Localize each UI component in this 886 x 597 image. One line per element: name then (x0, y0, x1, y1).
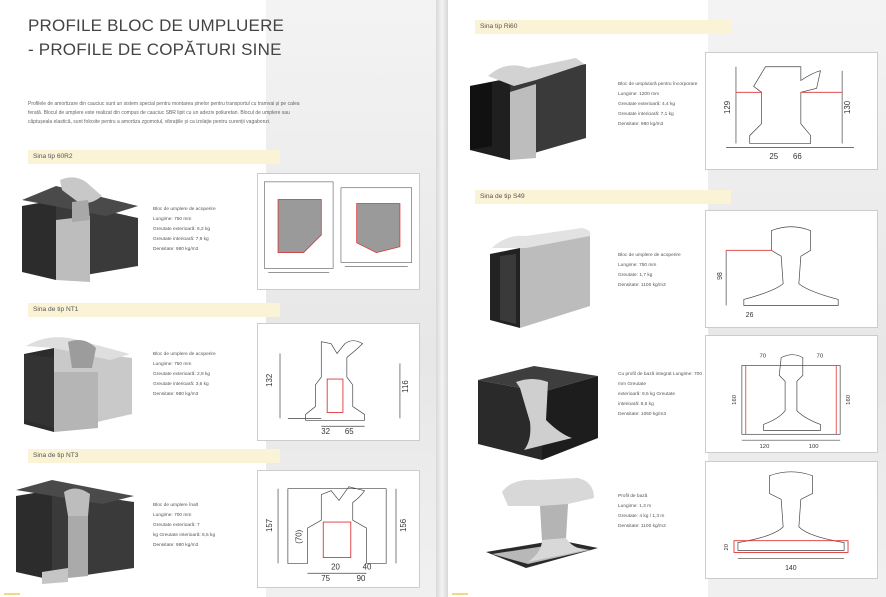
rubber-block-60r2-image (22, 177, 138, 282)
spec-list-base-profile: Profil de bază Lungime: 1,3 m Greutate: … (618, 494, 666, 529)
spec-list-nt3: Bloc de umplere înalt Lungime: 700 mm Gr… (153, 503, 216, 548)
spec-list-integrated-base: Cu profil de bază integrat Lungime: 700 … (618, 372, 702, 417)
dimension-label: 65 (345, 427, 354, 436)
spec-list-60r2: Bloc de umplere de acoperire Lungime: 75… (153, 207, 216, 252)
spec-list-ri60: Bloc de umplutură pentru încorporare Lun… (618, 82, 698, 127)
dimension-label: 132 (265, 374, 274, 387)
intro-paragraph: Profilele de amortizare din cauciuc sunt… (28, 101, 300, 125)
dimension-label: 156 (399, 518, 408, 532)
dimension-label: 70 (760, 354, 767, 360)
left-page: PROFILE BLOC DE UMPLUERE - PROFILE DE CO… (0, 0, 436, 597)
page-title: PROFILE BLOC DE UMPLUERE - PROFILE DE CO… (28, 16, 285, 59)
dimension-label: 140 (785, 565, 797, 572)
section-heading-60r2: Sina tip 60R2 (28, 150, 280, 164)
right-page: Sina tip Ri60 Bloc de umplutură pentru î… (448, 0, 886, 597)
dimension-label: 130 (843, 100, 852, 114)
rubber-base-profile-image (486, 478, 598, 568)
section-heading-s49: Sina de tip S49 (475, 190, 731, 204)
dimension-label: 129 (723, 101, 732, 114)
dimension-label: 160 (732, 394, 738, 405)
dimension-label: 26 (746, 312, 754, 319)
dimension-label: 25 (769, 152, 778, 161)
technical-drawing-integrated-base: 70 70 160 160 120 100 (705, 335, 878, 453)
dimension-label: 20 (724, 543, 730, 550)
dimension-label: 160 (846, 394, 852, 405)
rubber-block-s49-image (490, 228, 591, 328)
rubber-block-integrated-base-image (478, 366, 598, 460)
technical-drawing-nt1: 132 116 32 65 (257, 323, 420, 441)
dimension-label: 32 (321, 427, 330, 436)
rubber-block-nt3-image (16, 480, 134, 584)
rubber-block-nt1-image (24, 337, 132, 432)
dimension-label: 120 (760, 444, 771, 450)
technical-drawing-60r2 (257, 173, 420, 290)
dimension-label: 20 (331, 562, 340, 571)
section-heading-nt3: Sina de tip NT3 (28, 449, 280, 463)
dimension-label: 75 (321, 574, 330, 583)
page-gutter (436, 0, 448, 597)
dimension-label: 100 (809, 444, 820, 450)
dimension-label: 90 (357, 574, 366, 583)
footer-mark (4, 593, 20, 595)
spec-list-s49: Bloc de umplere de acoperire Lungime: 75… (618, 253, 681, 288)
dimension-label: 157 (265, 519, 274, 532)
technical-drawing-s49: 98 26 (705, 210, 878, 328)
dimension-label: 66 (793, 152, 802, 161)
dimension-label: 40 (363, 562, 372, 571)
technical-drawing-base-profile: 140 20 (705, 461, 878, 579)
dimension-label: (70) (295, 529, 304, 543)
section-heading-ri60: Sina tip Ri60 (475, 20, 731, 34)
footer-mark (452, 593, 468, 595)
dimension-label: 98 (717, 272, 724, 280)
rubber-block-ri60-image (470, 58, 586, 160)
dimension-label: 70 (817, 354, 824, 360)
spec-list-nt1: Bloc de umplere de acoperire Lungime: 75… (153, 352, 216, 397)
dimension-label: 116 (401, 380, 410, 393)
technical-drawing-ri60: 129 130 25 66 (705, 52, 878, 170)
technical-drawing-nt3: 157 156 (70) 20 40 75 90 (257, 470, 420, 588)
section-heading-nt1: Sina de tip NT1 (28, 303, 280, 317)
